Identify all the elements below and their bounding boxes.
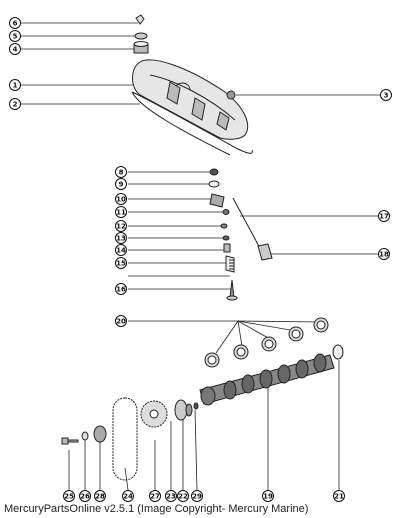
cam-plug bbox=[332, 344, 344, 360]
svg-text:8: 8 bbox=[119, 169, 124, 177]
valve-cover bbox=[132, 59, 249, 140]
svg-text:14: 14 bbox=[116, 247, 126, 255]
svg-text:24: 24 bbox=[123, 493, 133, 501]
push-rod bbox=[232, 197, 263, 253]
svg-text:29: 29 bbox=[192, 493, 202, 501]
cam-sprocket bbox=[140, 400, 168, 428]
svg-text:23: 23 bbox=[166, 493, 176, 501]
callout-17: 17 bbox=[378, 210, 390, 222]
svg-text:3: 3 bbox=[384, 92, 389, 100]
washer bbox=[81, 431, 89, 441]
svg-text:26: 26 bbox=[80, 493, 90, 501]
svg-text:5: 5 bbox=[13, 33, 18, 41]
cam-bearings bbox=[204, 317, 329, 368]
callout-23: 23 bbox=[165, 490, 177, 502]
callout-12: 12 bbox=[115, 220, 127, 232]
callout-11: 11 bbox=[115, 206, 127, 218]
callout-22: 22 bbox=[177, 490, 189, 502]
callout-5: 5 bbox=[9, 30, 21, 42]
callout-13: 13 bbox=[115, 232, 127, 244]
key bbox=[193, 402, 199, 410]
camshaft bbox=[199, 353, 335, 406]
svg-text:4: 4 bbox=[13, 46, 18, 54]
parts bbox=[61, 14, 344, 481]
svg-text:22: 22 bbox=[178, 493, 188, 501]
svg-text:19: 19 bbox=[263, 493, 273, 501]
valve-cover-gasket bbox=[131, 91, 253, 156]
timing-chain bbox=[112, 397, 138, 481]
callout-2: 2 bbox=[9, 98, 21, 110]
callout-15: 15 bbox=[115, 257, 127, 269]
svg-text:6: 6 bbox=[13, 20, 18, 28]
crank-sprocket bbox=[93, 425, 107, 443]
callout-19: 19 bbox=[262, 490, 274, 502]
callout-18: 18 bbox=[378, 248, 390, 260]
callout-29: 29 bbox=[191, 490, 203, 502]
callout-4: 4 bbox=[9, 43, 21, 55]
callout-27: 27 bbox=[149, 490, 161, 502]
svg-text:21: 21 bbox=[334, 493, 344, 501]
callout-25: 25 bbox=[63, 490, 75, 502]
callout-6: 6 bbox=[9, 17, 21, 29]
callout-21: 21 bbox=[333, 490, 345, 502]
svg-text:11: 11 bbox=[116, 209, 126, 217]
sprocket-bolt bbox=[61, 437, 79, 445]
svg-text:16: 16 bbox=[116, 286, 126, 294]
svg-text:12: 12 bbox=[116, 223, 126, 231]
svg-text:25: 25 bbox=[64, 493, 74, 501]
rocker-arm-assembly bbox=[208, 168, 238, 301]
svg-text:18: 18 bbox=[379, 251, 389, 259]
hydraulic-lifter bbox=[257, 243, 273, 261]
svg-text:20: 20 bbox=[116, 318, 126, 326]
callout-9: 9 bbox=[115, 178, 127, 190]
filler-cap bbox=[133, 14, 149, 54]
leader-lines bbox=[21, 22, 380, 491]
spacer bbox=[185, 403, 193, 417]
callout-3: 3 bbox=[380, 89, 392, 101]
callout-14: 14 bbox=[115, 244, 127, 256]
svg-text:13: 13 bbox=[116, 235, 126, 243]
callout-10: 10 bbox=[115, 193, 127, 205]
callout-8: 8 bbox=[115, 166, 127, 178]
svg-text:9: 9 bbox=[119, 181, 124, 189]
thrust-plate bbox=[174, 399, 188, 421]
callout-1: 1 bbox=[9, 79, 21, 91]
svg-text:10: 10 bbox=[116, 196, 126, 204]
svg-text:28: 28 bbox=[95, 493, 105, 501]
grommet bbox=[226, 90, 236, 100]
svg-text:2: 2 bbox=[13, 101, 18, 109]
svg-text:17: 17 bbox=[379, 213, 389, 221]
callout-28: 28 bbox=[94, 490, 106, 502]
callout-26: 26 bbox=[79, 490, 91, 502]
callout-20: 20 bbox=[115, 315, 127, 327]
svg-text:1: 1 bbox=[13, 82, 18, 90]
svg-text:27: 27 bbox=[150, 493, 160, 501]
copyright-footer: MercuryPartsOnline v2.5.1 (Image Copyrig… bbox=[4, 503, 309, 515]
svg-text:15: 15 bbox=[116, 260, 126, 268]
callout-24: 24 bbox=[122, 490, 134, 502]
callout-16: 16 bbox=[115, 283, 127, 295]
